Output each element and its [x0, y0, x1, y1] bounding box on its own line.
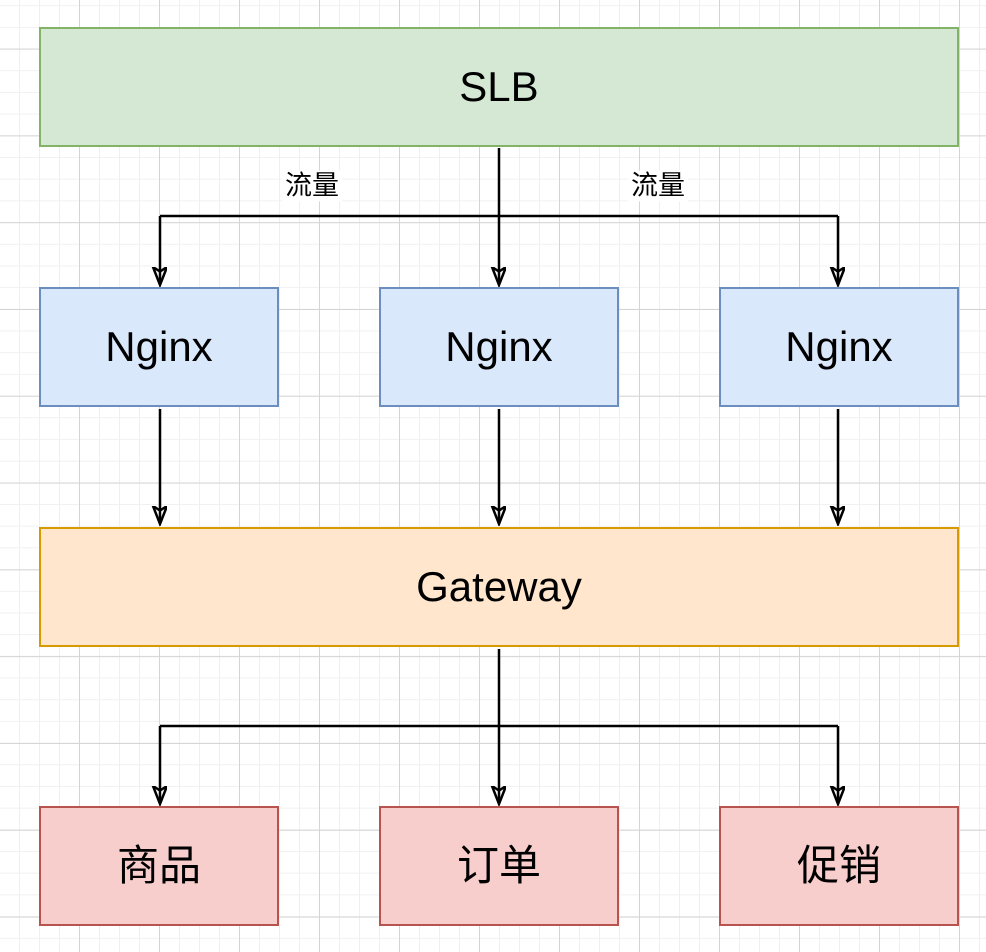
- node-gateway-label: Gateway: [416, 562, 582, 610]
- node-gateway[interactable]: Gateway: [39, 527, 959, 647]
- node-nginx-2[interactable]: Nginx: [379, 287, 619, 407]
- node-nginx-1-label: Nginx: [105, 322, 213, 370]
- node-product[interactable]: 商品: [39, 806, 279, 926]
- node-order-label: 订单: [456, 841, 541, 889]
- node-promotion-label: 促销: [796, 841, 881, 889]
- node-slb-label: SLB: [459, 62, 539, 110]
- node-product-label: 商品: [116, 841, 201, 889]
- node-nginx-3-label: Nginx: [785, 322, 893, 370]
- node-order[interactable]: 订单: [379, 806, 619, 926]
- node-nginx-1[interactable]: Nginx: [39, 287, 279, 407]
- edge-label-traffic-left: 流量: [282, 170, 342, 202]
- node-nginx-2-label: Nginx: [445, 322, 553, 370]
- node-slb[interactable]: SLB: [39, 27, 959, 147]
- node-promotion[interactable]: 促销: [719, 806, 959, 926]
- edge-label-traffic-right: 流量: [628, 170, 688, 202]
- node-nginx-3[interactable]: Nginx: [719, 287, 959, 407]
